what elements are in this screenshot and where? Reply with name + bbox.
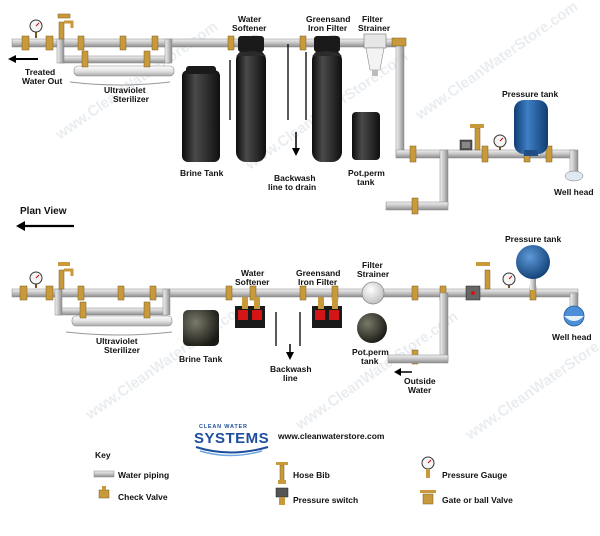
elevation-labels: Treated Water Out Ultraviolet Sterilizer…: [22, 14, 594, 197]
brand-name: SYSTEMS: [194, 430, 269, 447]
plan-backwash-label-2: line: [283, 373, 298, 383]
plan-softener-label-1: Water: [241, 268, 265, 278]
plan-pressure-gauge-icon-right: [502, 272, 516, 288]
plan-pressure-tank-label: Pressure tank: [505, 234, 561, 244]
plan-view-label: Plan View: [20, 206, 67, 217]
plan-brine-tank-label: Brine Tank: [179, 354, 223, 364]
greensand-label-1: Greensand: [306, 14, 350, 24]
greensand-iron-filter: [312, 36, 342, 162]
plan-filter-label-2: Strainer: [357, 269, 390, 279]
uv-sterilizer: [69, 65, 175, 86]
pressure-switch-icon: [459, 139, 473, 151]
key-gate-valve-label: Gate or ball Valve: [442, 495, 513, 505]
key-gate-valve-icon: [420, 490, 436, 505]
water-softener: [236, 36, 266, 162]
plan-greensand-label-2: Iron Filter: [298, 277, 338, 287]
elevation-view: [8, 13, 584, 215]
plan-main-pipe: [11, 288, 579, 298]
treated-out-arrow: [8, 55, 38, 63]
key-hose-bib-icon: [276, 462, 288, 484]
plan-brine-tank: [183, 310, 219, 346]
plan-backwash-arrow: [286, 344, 294, 360]
filter-strainer: [363, 33, 387, 76]
key-pressure-switch-label: Pressure switch: [293, 495, 358, 505]
key-pressure-gauge-label: Pressure Gauge: [442, 470, 507, 480]
plan-hose-bib-icon-right: [476, 262, 491, 290]
plan-softener-label-2: Softener: [235, 277, 270, 287]
plan-uv-label-1: Ultraviolet: [96, 336, 138, 346]
plan-filter-strainer: [361, 281, 385, 305]
hose-bib-icon: [57, 13, 74, 40]
brand-top-text: CLEAN WATER: [199, 424, 248, 430]
plan-labels: Water Softener Greensand Iron Filter Fil…: [96, 234, 592, 395]
plan-potperm-tank: [357, 313, 387, 343]
pressure-tank: [514, 100, 548, 156]
key-pressure-switch-icon: [275, 487, 289, 505]
plan-greensand-filter: [312, 297, 342, 328]
plan-outside-label-2: Water: [408, 385, 432, 395]
plan-potperm-label-1: Pot.perm: [352, 347, 389, 357]
filter-label-1: Filter: [362, 14, 383, 24]
backwash-arrow: [292, 132, 300, 156]
plan-backwash-label-1: Backwash: [270, 364, 312, 374]
main-pipe: [11, 38, 403, 48]
well-head-label: Well head: [554, 187, 594, 197]
plan-greensand-label-1: Greensand: [296, 268, 340, 278]
softener-label-2: Softener: [232, 23, 267, 33]
watermark-text-3: www.CleanWaterStore.com: [412, 0, 581, 124]
greensand-label-2: Iron Filter: [308, 23, 348, 33]
key-water-piping-label: Water piping: [118, 470, 169, 480]
key-title: Key: [95, 450, 111, 460]
brand-logo: CLEAN WATER SYSTEMS www.cleanwaterstore.…: [194, 424, 385, 457]
key-pressure-gauge-icon: [421, 456, 435, 478]
potperm-tank: [352, 112, 380, 160]
treated-out-label-1: Treated: [25, 67, 55, 77]
plan-well-head-label: Well head: [552, 332, 592, 342]
brine-tank-label: Brine Tank: [180, 168, 224, 178]
treated-out-label-2: Water Out: [22, 76, 62, 86]
potperm-label-2: tank: [357, 177, 375, 187]
plan-filter-label-1: Filter: [362, 260, 383, 270]
brand-url: www.cleanwaterstore.com: [277, 431, 385, 441]
key-check-valve-icon: [98, 486, 110, 499]
plan-view-heading: Plan View: [16, 206, 74, 231]
plan-uv-sterilizer: [65, 315, 173, 336]
plan-hose-bib-icon: [58, 262, 74, 290]
backwash-label-1: Backwash: [274, 173, 316, 183]
plan-outside-label-1: Outside: [404, 376, 436, 386]
backwash-label-2: line to drain: [268, 182, 316, 192]
well-head: [564, 149, 584, 182]
uv-label-2: Sterilizer: [113, 94, 150, 104]
potperm-label-1: Pot.perm: [348, 168, 385, 178]
key-check-valve-label: Check Valve: [118, 492, 168, 502]
outside-water-arrow: [394, 368, 412, 376]
key-hose-bib-label: Hose Bib: [293, 470, 330, 480]
plan-pressure-gauge-icon: [29, 271, 43, 288]
filter-label-2: Strainer: [358, 23, 391, 33]
pressure-gauge-icon: [29, 19, 43, 38]
plan-pressure-tank: [516, 245, 550, 279]
plan-pressure-switch-icon: [465, 285, 481, 301]
plan-view: [11, 245, 585, 376]
uv-bypass-pipe: [59, 55, 171, 64]
softener-label-1: Water: [238, 14, 262, 24]
plan-uv-label-2: Sterilizer: [104, 345, 141, 355]
brine-tank: [182, 66, 220, 162]
key-legend: Key Water piping Check Valve Hose Bib Pr…: [93, 450, 513, 505]
uv-label-1: Ultraviolet: [104, 85, 146, 95]
key-water-piping-icon: [93, 470, 115, 478]
hose-bib-icon-top-right: [470, 124, 484, 151]
pressure-tank-label: Pressure tank: [502, 89, 558, 99]
plan-water-softener: [235, 297, 265, 328]
plan-potperm-label-2: tank: [361, 356, 379, 366]
pressure-gauge-icon-top-right: [493, 134, 507, 150]
